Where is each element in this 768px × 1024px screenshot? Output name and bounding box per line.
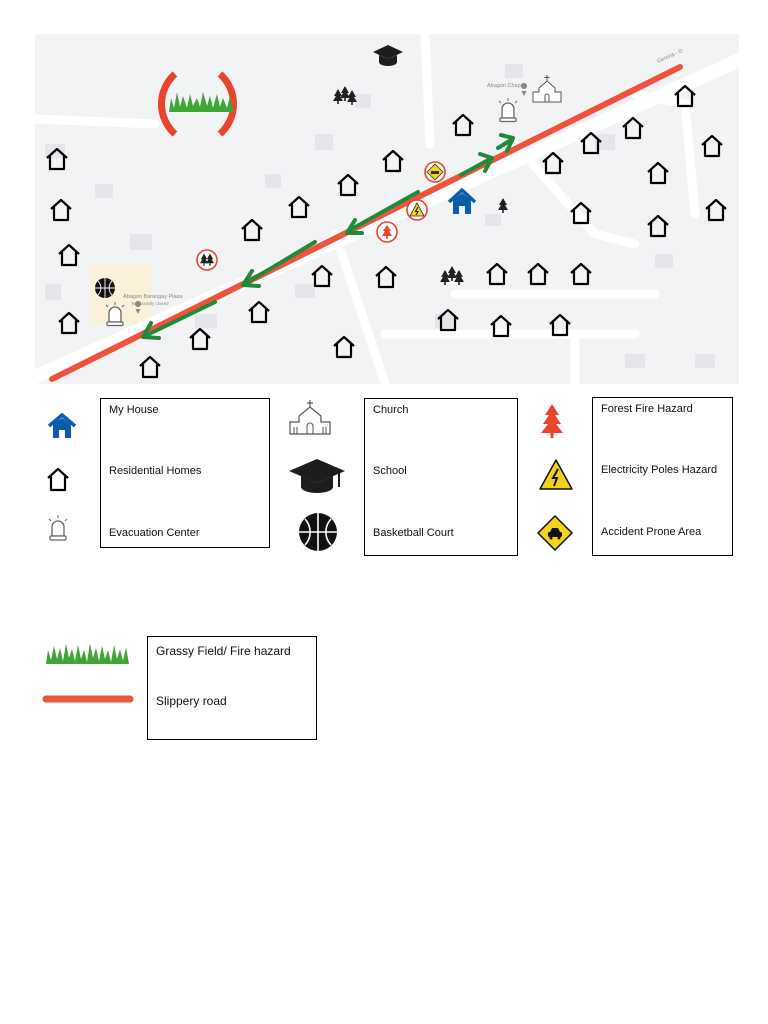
basketball-court-icon	[95, 278, 115, 298]
hazard-map: Gerona - G Abagon Chapel Abagon Barangay…	[35, 34, 739, 384]
grassy-field-hazard	[158, 71, 237, 137]
legend-electricity-label: Electricity Poles Hazard	[601, 464, 718, 476]
legend-residential-label: Residential Homes	[109, 465, 202, 477]
legend-school-label: School	[373, 465, 407, 477]
legend-residential-home-icon	[47, 467, 69, 492]
legend-accident-label: Accident Prone Area	[601, 526, 702, 538]
legend-basketball-label: Basketball Court	[373, 527, 454, 539]
tree-clusters	[333, 86, 508, 285]
forest-fire-marker-2	[196, 249, 218, 271]
legend-my-house-label: My House	[109, 404, 159, 416]
map-road-label: Gerona - G	[656, 48, 684, 65]
main-road	[35, 52, 739, 384]
legend-church-icon	[289, 400, 331, 435]
accident-prone-marker	[424, 161, 446, 183]
electricity-hazard-marker	[406, 199, 428, 221]
legend-electricity-hazard-icon	[539, 459, 573, 490]
map-plaza-label: Abagon Barangay Plaza	[123, 294, 183, 300]
legend-grassy-field-icon	[46, 643, 129, 664]
legend-grassy-label: Grassy Field/ Fire hazard	[156, 644, 291, 658]
legend-my-house-icon	[47, 413, 77, 438]
legend-school-icon	[289, 459, 345, 493]
map-canvas: Gerona - G Abagon Chapel Abagon Barangay…	[35, 34, 739, 384]
legend-slippery-label: Slippery road	[156, 694, 227, 708]
legend-evacuation-label: Evacuation Center	[109, 527, 200, 539]
legend-box-facilities: Church School Basketball Court	[364, 398, 518, 556]
legend-forest-fire-label: Forest Fire Hazard	[601, 403, 693, 415]
building-blocks	[45, 64, 715, 368]
legend-box-places: My House Residential Homes Evacuation Ce…	[100, 398, 270, 548]
legend-church-label: Church	[373, 404, 409, 416]
map-pin-icons	[135, 83, 528, 314]
map-chapel-label: Abagon Chapel	[487, 83, 525, 89]
church-icon	[532, 75, 562, 103]
legend-box-hazards: Forest Fire Hazard Electricity Poles Haz…	[592, 397, 733, 556]
legend-forest-fire-icon	[541, 404, 563, 438]
forest-fire-marker-1	[376, 221, 398, 243]
my-house-icon	[447, 188, 477, 214]
legend-evacuation-center-icon	[48, 515, 68, 541]
school-icon	[373, 45, 403, 66]
legend-slippery-road-icon	[42, 695, 134, 703]
legend-basketball-icon	[299, 513, 337, 551]
legend-accident-prone-icon	[536, 514, 574, 552]
evacuation-arrows	[141, 133, 515, 340]
legend-box-field-road: Grassy Field/ Fire hazard Slippery road	[147, 636, 317, 740]
map-plaza-sublabel: Temporarily closed	[131, 301, 169, 306]
